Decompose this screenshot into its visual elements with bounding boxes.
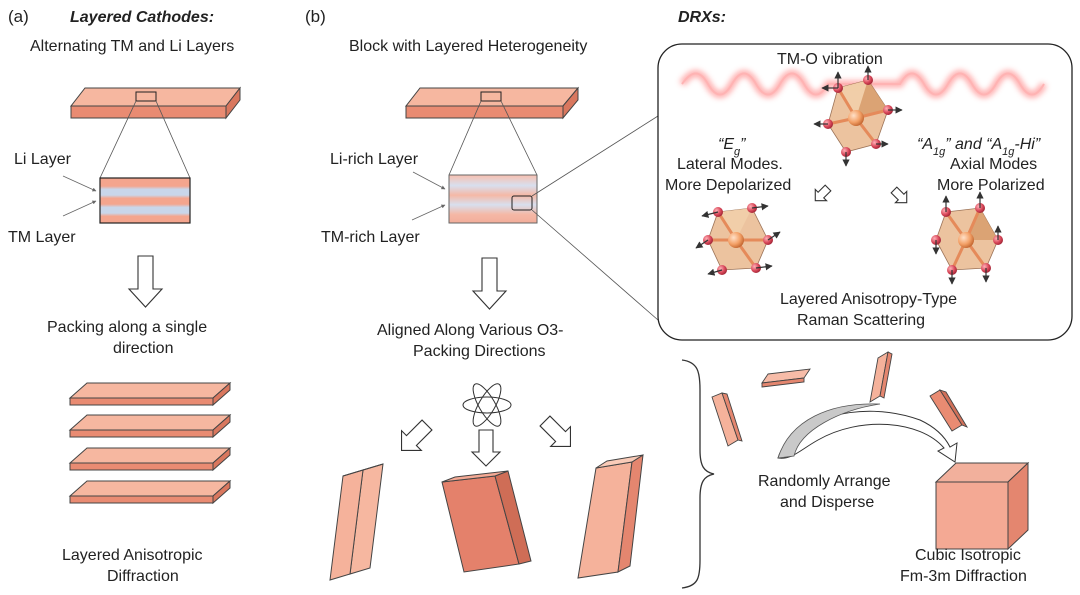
tm-layer-pointer (62, 200, 97, 217)
packing-line-1: Packing along a single (47, 319, 207, 336)
aligned-line-1: Aligned Along Various O3- (377, 322, 563, 339)
panel-b-subtitle: Block with Layered Heterogeneity (349, 38, 587, 55)
down-arrow-center (470, 429, 502, 467)
lateral-line-1: Lateral Modes. (677, 156, 783, 173)
panel-b-title: DRXs: (678, 9, 726, 26)
panel-b-label: (b) (305, 7, 326, 26)
a1g-label: “A1g” and “A1g-Hi” (917, 136, 1041, 158)
lateral-mode-arrow (814, 184, 832, 202)
stacked-slab-4 (68, 479, 232, 505)
down-arrow-a (127, 255, 164, 308)
inset-zoom-line-bottom (531, 209, 659, 321)
axial-mode-octahedron (931, 191, 1003, 285)
result-line-1: Layered Anisotropic (62, 547, 203, 564)
tm-layer-label: TM Layer (8, 229, 76, 246)
random-line-1: Randomly Arrange (758, 473, 891, 490)
inset-zoom-line-top (531, 115, 659, 197)
packing-line-2: direction (113, 340, 173, 357)
raman-line-1: Layered Anisotropy-Type (780, 291, 957, 308)
panel-a-subtitle: Alternating TM and Li Layers (30, 38, 234, 55)
rotation-orbit-icon (462, 383, 512, 427)
tm-rich-label: TM-rich Layer (321, 229, 420, 246)
scattered-block-1 (761, 368, 811, 388)
heterogeneous-slab-top (404, 86, 580, 120)
li-rich-pointer (412, 171, 446, 190)
stacked-slab-2 (68, 413, 232, 439)
axial-line-1: Axial Modes (950, 156, 1037, 173)
axial-mode-arrow (890, 186, 908, 204)
eg-label: “Eg” (718, 136, 746, 158)
zoom-line-right (155, 100, 191, 179)
heterogeneous-zoom-box (448, 174, 538, 224)
scattered-block-3 (711, 392, 743, 447)
tm-rich-pointer (411, 204, 446, 221)
tilted-block-left (329, 463, 384, 581)
li-rich-label: Li-rich Layer (330, 151, 419, 168)
li-layer-pointer (62, 175, 97, 192)
stacked-slab-3 (68, 446, 232, 472)
tilted-block-right (577, 454, 644, 579)
curly-brace (681, 359, 715, 589)
stacked-slabs (68, 381, 232, 505)
scattered-blocks (711, 351, 969, 447)
lateral-mode-octahedron (695, 203, 781, 276)
panel-a-title: Layered Cathodes: (70, 9, 214, 26)
random-line-2: and Disperse (780, 494, 874, 511)
aligned-line-2: Packing Directions (413, 343, 546, 360)
axial-line-2: More Polarized (937, 177, 1045, 194)
octahedron-select-box (511, 195, 533, 211)
scattered-block-4 (929, 389, 969, 432)
cubic-line-1: Cubic Isotropic (915, 547, 1021, 564)
stacked-slab-1 (68, 381, 232, 407)
cubic-line-2: Fm-3m Diffraction (900, 568, 1027, 585)
raman-line-2: Raman Scattering (797, 312, 925, 329)
layered-zoom-box (99, 177, 191, 224)
panel-a-label: (a) (8, 7, 29, 26)
scattered-block-2 (869, 351, 893, 403)
down-left-arrow (400, 419, 433, 452)
tilted-block-center (441, 470, 532, 573)
central-octahedron (813, 65, 903, 167)
zoom-line-b-right (500, 100, 538, 176)
lateral-line-2: More Depolarized (665, 177, 791, 194)
cubic-block (934, 461, 1030, 551)
zoom-line-b-left (448, 100, 482, 176)
layered-slab-top (69, 86, 242, 120)
result-line-2: Diffraction (107, 568, 179, 585)
down-right-arrow (539, 415, 572, 448)
zoom-line-left (99, 100, 137, 179)
tm-o-vibration-label: TM-O vibration (777, 51, 883, 68)
li-layer-label: Li Layer (14, 151, 72, 168)
curved-arrow (777, 403, 958, 463)
down-arrow-b (471, 257, 508, 310)
